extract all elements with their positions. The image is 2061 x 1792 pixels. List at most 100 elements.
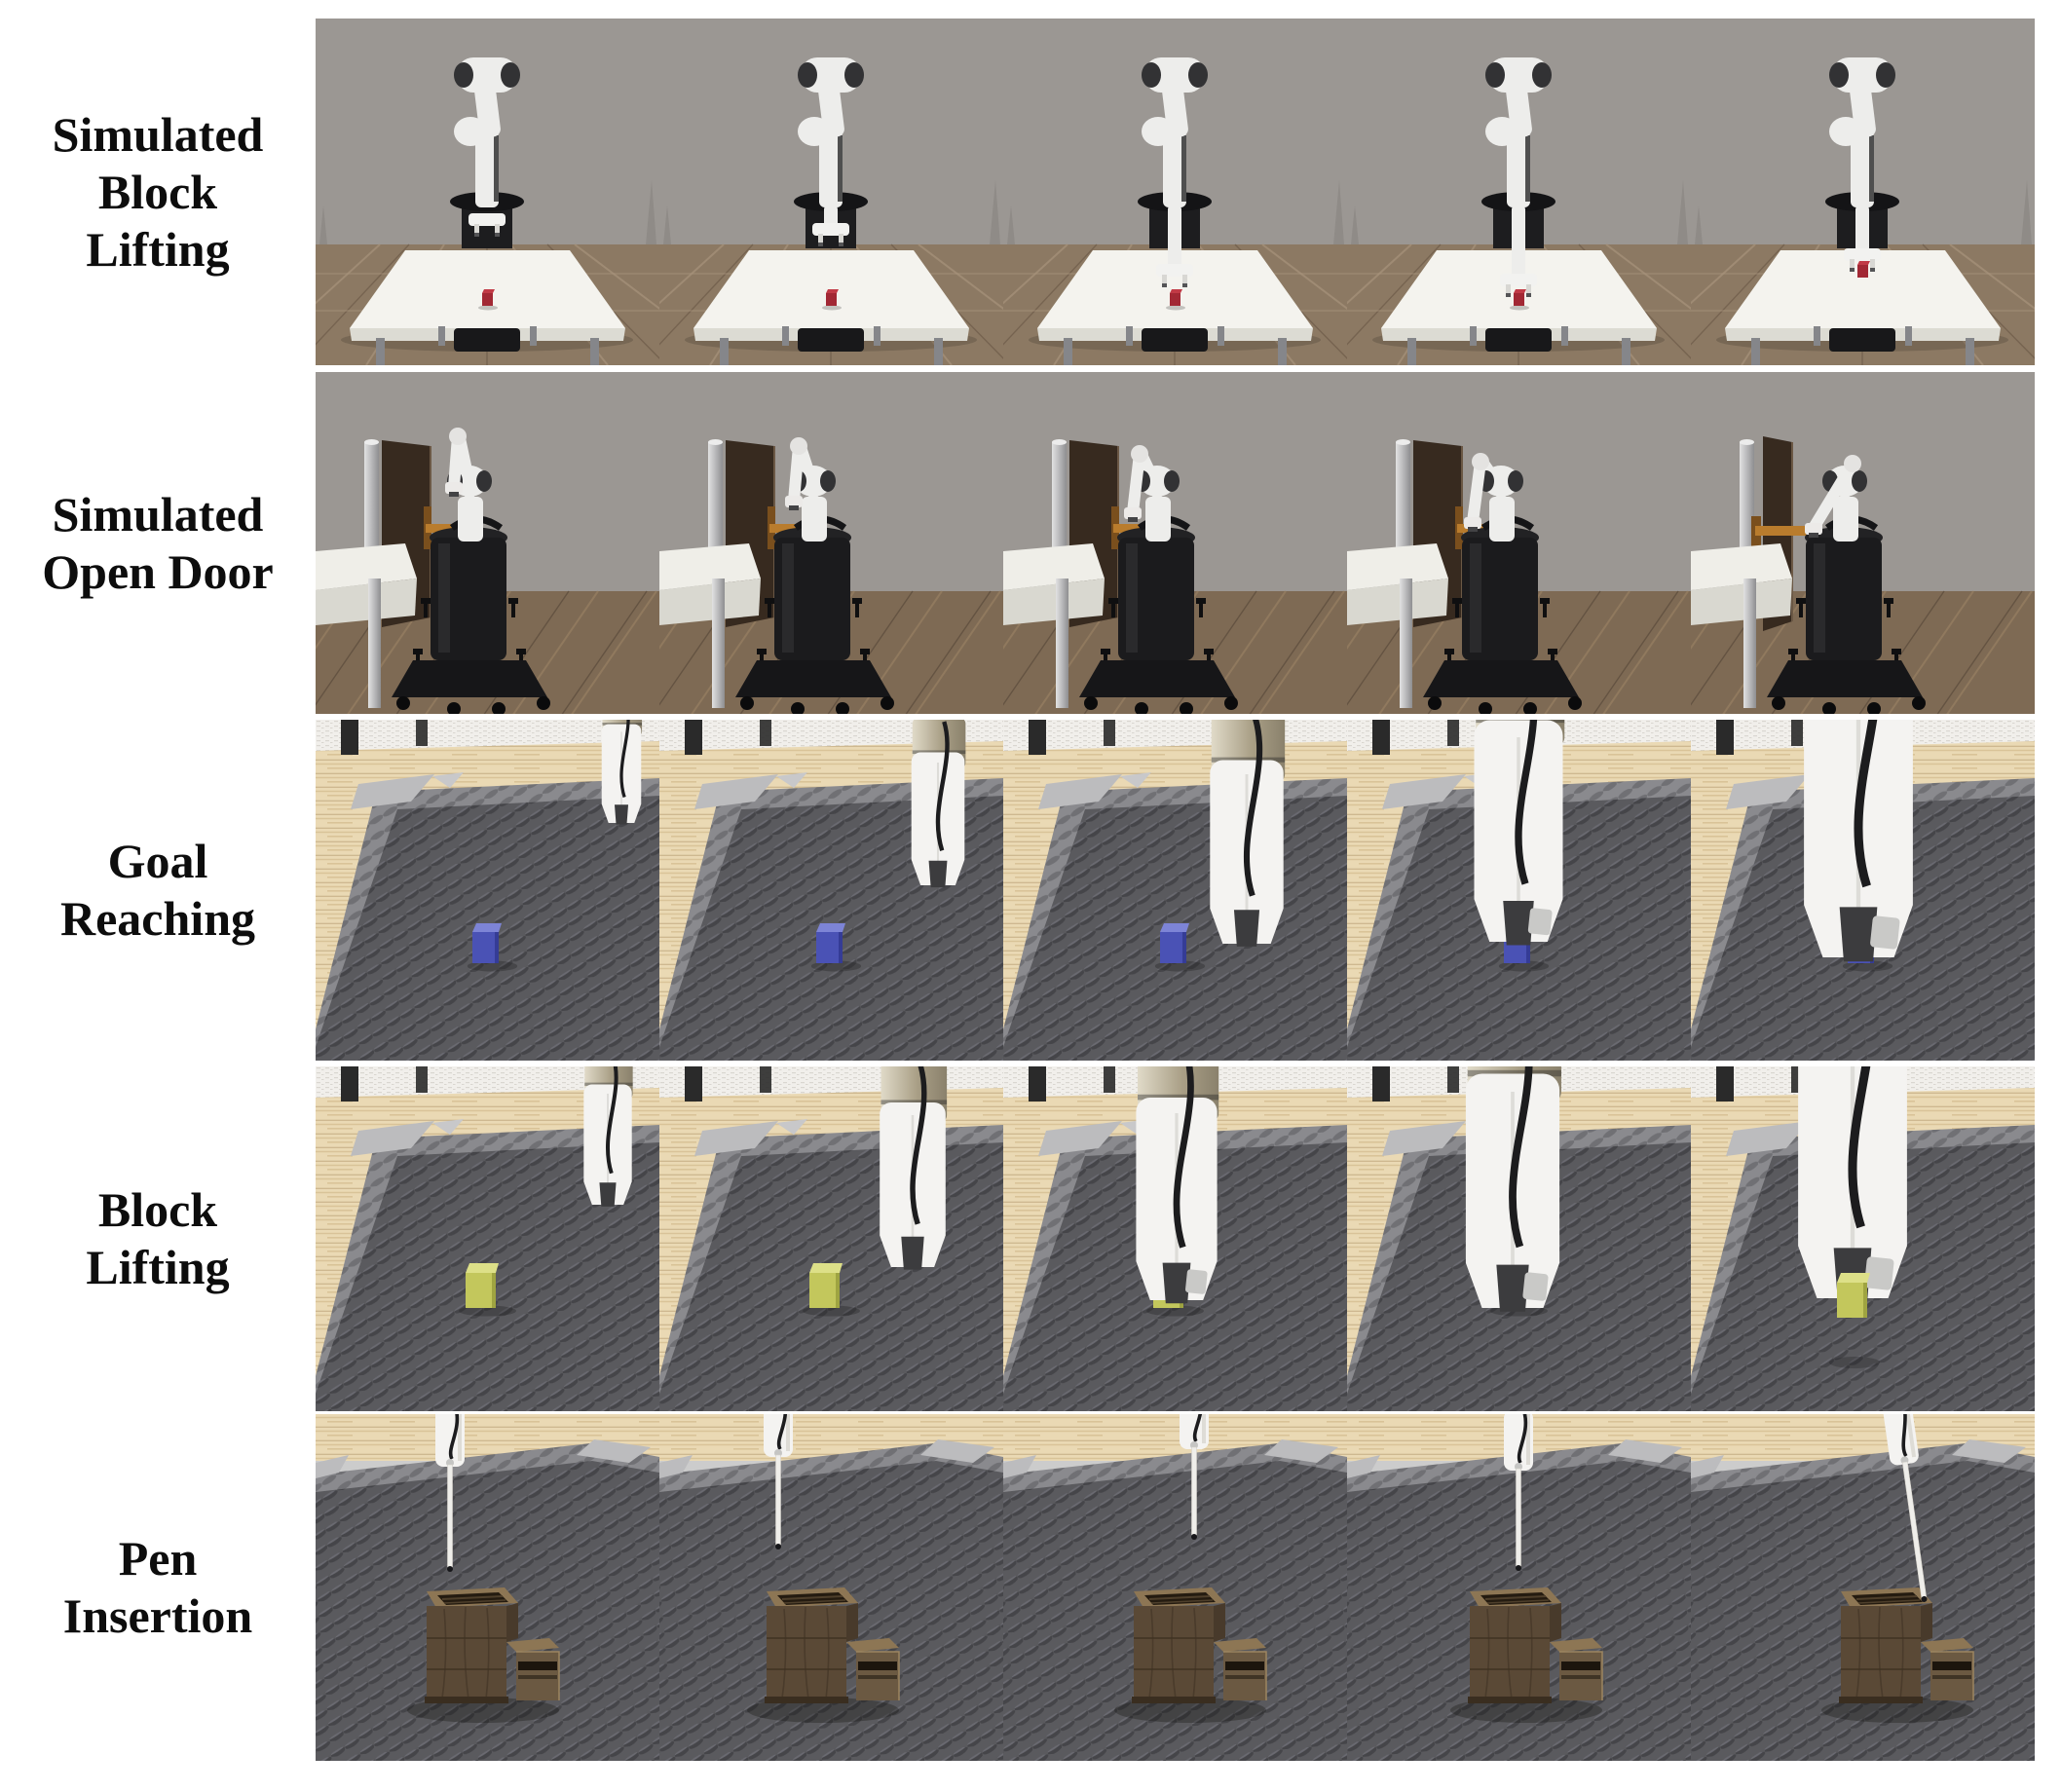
frame-simulated-block-lifting-3 (1003, 19, 1347, 365)
frame-block-lifting-4 (1347, 1066, 1691, 1411)
door-hinge-pole (1396, 442, 1410, 555)
wooden-box (747, 1587, 900, 1723)
wooden-box (1821, 1587, 1974, 1723)
frame-goal-reaching-1 (316, 720, 659, 1061)
target-cube (803, 1263, 860, 1317)
cable (935, 721, 950, 851)
tape (920, 1439, 994, 1463)
door-hinge-pole (1052, 442, 1067, 555)
tape (351, 1121, 434, 1156)
robot-arm (601, 720, 643, 825)
wooden-box (1450, 1587, 1603, 1723)
robot-arm (435, 1414, 465, 1572)
robot-arm (1485, 57, 1552, 297)
side-table (1347, 543, 1448, 625)
robot-arm (1805, 455, 1867, 541)
tape (577, 1439, 651, 1463)
frame-simulated-block-lifting-5 (1691, 19, 2035, 365)
tape (1726, 774, 1810, 809)
post (1104, 720, 1115, 746)
cable (1509, 1066, 1533, 1249)
wooden-box (407, 1587, 560, 1723)
post (1372, 1066, 1390, 1101)
row-label-line: Block (97, 164, 218, 219)
post (1791, 720, 1803, 746)
table (350, 250, 625, 365)
tape (1952, 1439, 2026, 1463)
tape (1347, 1455, 1380, 1478)
cable (1899, 1414, 1908, 1458)
tape (1382, 1121, 1466, 1156)
robot-arm (1465, 1066, 1561, 1312)
door-hinge-pole (364, 442, 379, 555)
robot-arm (583, 1066, 633, 1207)
post (1716, 720, 1734, 755)
red-block (826, 289, 839, 306)
frame-goal-reaching-3 (1003, 720, 1347, 1061)
robot-arm (764, 1414, 793, 1549)
tape (1608, 1439, 1682, 1463)
cable (1517, 1414, 1528, 1464)
row-label-line: Open Door (42, 543, 274, 599)
pedestal (392, 515, 550, 714)
robot-arm (785, 437, 836, 541)
frame-block-lifting-3 (1003, 1066, 1347, 1411)
post (1029, 1066, 1046, 1101)
pedestal (1423, 515, 1582, 714)
pen (1516, 1468, 1521, 1571)
robot-arm (1504, 1414, 1533, 1571)
frame-simulated-open-door-1 (316, 372, 659, 714)
gripper-finger (1503, 901, 1534, 946)
cable (1192, 1414, 1202, 1442)
tape (1003, 1455, 1036, 1478)
gripper-finger (599, 1182, 617, 1207)
row-label-line: Reaching (60, 891, 255, 946)
target-cube (1837, 1273, 1870, 1318)
side-table (1691, 543, 1792, 625)
red-block (1514, 289, 1526, 306)
robot-arm (880, 1066, 948, 1270)
target-cube (810, 923, 862, 972)
robot-arm (1464, 453, 1523, 541)
side-table (659, 543, 761, 625)
wall (316, 1066, 659, 1098)
gripper-finger (614, 804, 629, 825)
target-cube (1154, 923, 1206, 972)
post (1716, 1066, 1734, 1101)
door-hinge-pole (708, 442, 723, 555)
robot-arm (1210, 720, 1286, 947)
tape (432, 1119, 464, 1135)
cable (619, 720, 630, 798)
pedestal (1767, 515, 1926, 714)
frame-pen-insertion-5 (1691, 1414, 2035, 1761)
row-label-line: Goal (107, 834, 208, 888)
robot-arm (1124, 445, 1180, 541)
post (1029, 720, 1046, 755)
robot-arm (1142, 57, 1208, 287)
cable (1848, 1066, 1871, 1229)
row-label-line: Insertion (62, 1588, 253, 1643)
gripper-finger (1233, 910, 1260, 947)
frame-simulated-open-door-4 (1347, 372, 1691, 714)
robot-arm (911, 720, 966, 888)
frame-simulated-open-door-2 (659, 372, 1003, 714)
post (1447, 1066, 1459, 1093)
side-table (316, 543, 417, 625)
frame-pen-insertion-3 (1003, 1414, 1347, 1761)
post (760, 1066, 771, 1093)
frame-simulated-open-door-3 (1003, 372, 1347, 714)
pedestal (735, 515, 894, 714)
cable (776, 1414, 787, 1450)
post (1372, 720, 1390, 755)
gripper-finger (1496, 1264, 1529, 1312)
pen (1191, 1446, 1197, 1540)
post (685, 720, 702, 755)
cable (1243, 720, 1263, 897)
frame-simulated-block-lifting-4 (1347, 19, 1691, 365)
post (760, 720, 771, 746)
pen (1901, 1461, 1928, 1602)
frame-pen-insertion-4 (1347, 1414, 1691, 1761)
